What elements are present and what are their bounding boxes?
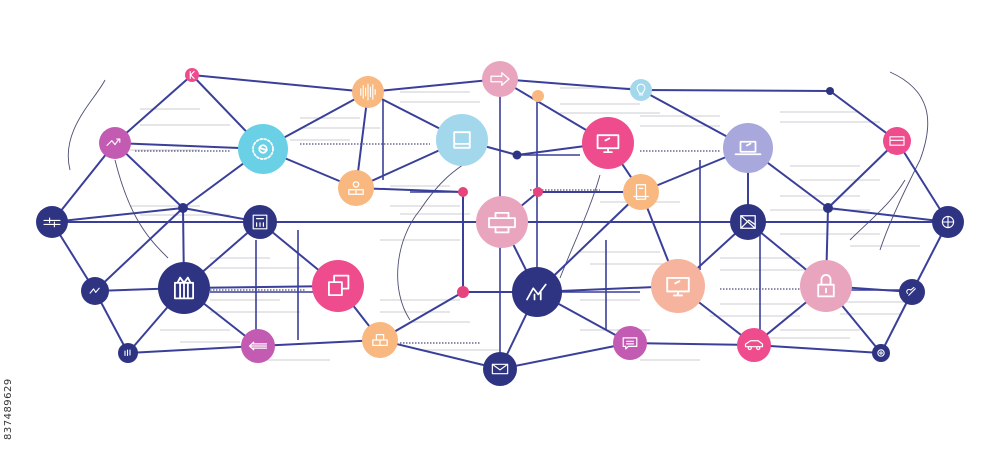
lightbulb-icon <box>636 83 646 96</box>
music-node <box>118 343 138 363</box>
mail-icon <box>491 363 509 375</box>
monitor-icon <box>596 134 620 154</box>
chat-icon <box>622 337 638 350</box>
junction-dot <box>532 90 544 102</box>
junction-dots <box>178 87 834 298</box>
printer-node <box>476 196 528 248</box>
junction-dot <box>512 150 522 160</box>
arrow-right-icon <box>490 72 510 86</box>
junction-dot <box>533 187 543 197</box>
wave-node <box>81 277 109 305</box>
chat-node <box>613 326 647 360</box>
card-node <box>883 127 911 155</box>
sound-node <box>352 76 384 108</box>
laptop-node <box>723 123 773 173</box>
laptop-icon <box>734 140 762 156</box>
arrow-left-icon <box>248 341 268 351</box>
target-node <box>872 344 890 362</box>
lock-icon <box>817 274 835 298</box>
soundwave-icon <box>360 83 376 101</box>
junction-dot <box>823 203 833 213</box>
gift-icon <box>173 276 195 300</box>
monitor-pink-node <box>582 117 634 169</box>
growth-chart-icon <box>526 283 547 301</box>
growth-node <box>512 267 562 317</box>
stock-id-text: 837489629 <box>3 378 14 440</box>
bulb-node <box>630 79 652 101</box>
filter-node <box>36 206 68 238</box>
k-letter-icon <box>189 70 195 80</box>
pill-icon <box>906 286 916 296</box>
globe-node <box>932 206 964 238</box>
junction-dot <box>457 286 469 298</box>
mail-node <box>483 352 517 386</box>
gear-icon <box>252 138 274 160</box>
gift-node <box>158 262 210 314</box>
boxes-node <box>362 322 398 358</box>
wave-icon <box>89 287 100 294</box>
boxes-icon <box>372 333 388 347</box>
trend-icon <box>106 138 121 146</box>
arrow-node <box>482 61 518 97</box>
back-node <box>241 329 275 363</box>
car-node <box>737 328 771 362</box>
k-node <box>185 68 199 82</box>
junction-dot <box>178 203 188 213</box>
document-icon <box>633 184 649 200</box>
chart-small-node <box>99 127 131 159</box>
printer-icon <box>488 211 516 234</box>
target-icon <box>877 349 885 357</box>
picture-node <box>730 204 766 240</box>
filter-icon <box>43 217 61 228</box>
globe-icon <box>941 215 955 229</box>
calculator-icon <box>252 214 268 230</box>
calc-node <box>243 205 277 239</box>
people-icon <box>348 181 364 195</box>
picture-icon <box>740 215 756 229</box>
icon-nodes <box>36 61 964 386</box>
music-icon <box>124 349 131 357</box>
doc-node <box>623 174 659 210</box>
car-icon <box>744 340 764 351</box>
square-icon <box>453 131 471 149</box>
square-node <box>436 114 488 166</box>
junction-dot <box>458 187 468 197</box>
monitor-peach-node <box>651 259 705 313</box>
shapes-node <box>312 260 364 312</box>
gear-node <box>238 124 288 174</box>
pill-node <box>899 279 925 305</box>
shapes-icon <box>327 274 350 297</box>
people-node <box>338 170 374 206</box>
monitor-icon <box>666 276 690 297</box>
card-icon <box>889 136 905 146</box>
lock-node <box>800 260 852 312</box>
junction-dot <box>826 87 834 95</box>
